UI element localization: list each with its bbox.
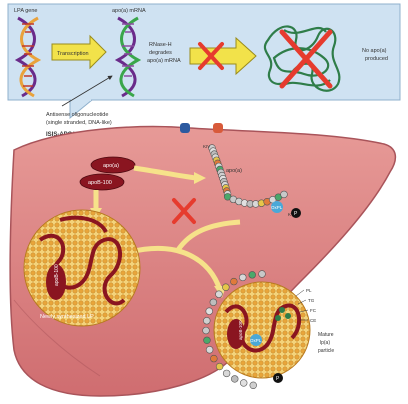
no-protein-text-2: produced (365, 56, 388, 62)
apoa-oval (90, 156, 136, 174)
mrna-helix-icon (114, 16, 142, 98)
protease-icon: P (291, 208, 301, 218)
vldl-caption: Newly synthesized LP (40, 314, 94, 320)
lpa-caption-3: particle (318, 348, 334, 354)
kringle-bead (202, 326, 210, 335)
svg-text:OxPL: OxPL (250, 338, 262, 343)
legend-tg: TG (308, 298, 315, 303)
kringle-bead (249, 381, 257, 390)
svg-text:P: P (294, 211, 298, 217)
kringle-bead (215, 362, 224, 371)
lpa-caption-1: Mature (318, 332, 334, 338)
liver-cross-icon (172, 198, 196, 224)
lpa-kringle-chain (202, 270, 266, 390)
legend-fc: FC (310, 308, 317, 313)
svg-text:P: P (276, 376, 280, 382)
artery-icon (213, 123, 223, 133)
lpa-legend: PL TG FC CE (295, 288, 317, 323)
apoa-oval-label: apo(a) (103, 163, 119, 169)
rnase-text-1: RNase-H (149, 42, 172, 48)
kringle-bead (222, 369, 231, 378)
kringle-bead (203, 317, 211, 325)
kringle-bead (210, 354, 218, 363)
transcription-label: Transcription (57, 51, 89, 57)
aso-text-1: Antisense oligonucleotide (46, 112, 108, 118)
assembly-arrow (129, 245, 223, 291)
aso-text-2: (single stranded, DNA-like) (46, 120, 112, 126)
aso-pointer (61, 75, 113, 107)
blocked-translation-arrow (189, 36, 257, 76)
vldl-particle (23, 209, 141, 327)
apob-oval (79, 173, 125, 191)
lpa-caption-2: lp(a) (320, 340, 330, 346)
vldl-apob-label: apoB-100 (54, 264, 60, 286)
kiv-label: KIV (203, 144, 210, 149)
kringle-bead (205, 346, 214, 354)
rnase-text-3: apo(a) mRNA (147, 58, 181, 64)
kringle-bead (239, 273, 247, 282)
lpa-particle (213, 281, 311, 379)
kringle-bead (215, 290, 223, 298)
rnase-text-2: degrades (149, 50, 172, 56)
kv-label: KV (288, 212, 294, 217)
vein-icon (180, 123, 190, 133)
mrna-label: apo(a) mRNA (112, 8, 146, 14)
legend-ce: CE (310, 318, 316, 323)
kringle-bead (209, 298, 218, 306)
no-protein-text-1: No apo(a) (362, 48, 387, 54)
transcription-arrow (51, 34, 107, 70)
oxpl-icon: OxPL (271, 201, 283, 213)
dna-helix-icon (14, 16, 42, 98)
gene-label: LPA gene (14, 8, 37, 14)
kringle-bead (280, 190, 288, 199)
lpa-apob-label: apoB-100 (238, 320, 243, 340)
kringle-bead (203, 336, 211, 344)
vldl-apob-blob (46, 264, 66, 300)
svg-text:OxPL: OxPL (271, 205, 283, 210)
kringle-bead (258, 270, 266, 278)
apoa-to-chain-arrow (133, 165, 197, 181)
kringle-bead (231, 375, 239, 383)
protein-cross-icon (279, 29, 333, 89)
cross-icon (198, 42, 224, 70)
kringle-bead (240, 379, 248, 387)
chain-down-arrow (175, 219, 241, 252)
lpa-protease-icon: P (273, 373, 283, 383)
kringle-bead (222, 283, 230, 291)
kringle-bead (248, 271, 256, 279)
apoa-kringle-chain (208, 144, 288, 208)
kringle-bead (205, 307, 213, 315)
legend-pl: PL (306, 288, 312, 293)
apoa-chain-label: apo(a) (226, 168, 242, 174)
kringle-bead (230, 277, 238, 286)
apoa-arrowhead (194, 172, 206, 184)
apob-oval-label: apoB-100 (88, 180, 112, 186)
lpa-oxpl-icon: OxPL (250, 334, 262, 346)
